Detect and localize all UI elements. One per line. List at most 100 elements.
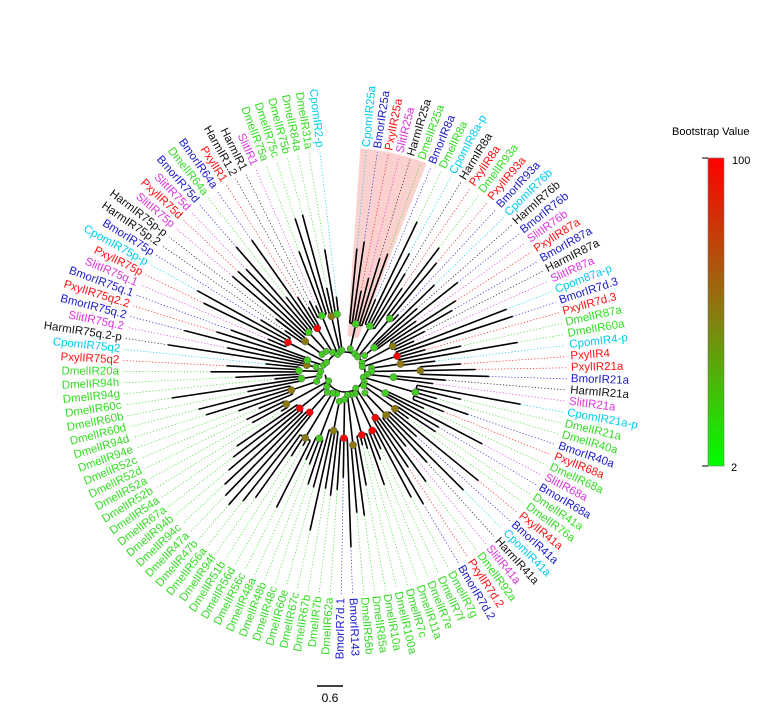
leader-line (225, 455, 292, 560)
branch (330, 316, 341, 352)
branch (400, 360, 436, 367)
bootstrap-node (282, 400, 291, 408)
bootstrap-node (301, 337, 310, 346)
bootstrap-node (360, 382, 368, 390)
bootstrap-node (317, 367, 325, 375)
branch (305, 436, 317, 461)
branch (362, 355, 398, 368)
bootstrap-node (305, 408, 314, 417)
leader-line (150, 264, 198, 291)
branch (321, 315, 339, 355)
branch (398, 345, 462, 361)
branch (366, 221, 418, 326)
leader-line (145, 274, 204, 304)
leader-line (198, 504, 229, 540)
branch (235, 246, 311, 332)
branch (363, 385, 396, 410)
leader-line (482, 443, 542, 476)
leader-line (401, 188, 471, 289)
bootstrap-node (325, 377, 333, 385)
bootstrap-node (366, 322, 374, 330)
bootstrap-node (381, 389, 390, 397)
branch (394, 340, 415, 351)
branch (346, 394, 354, 446)
leader-line (364, 515, 376, 593)
leader-line (308, 152, 326, 250)
leader-line (435, 345, 566, 362)
branch (375, 320, 417, 351)
branch (316, 327, 334, 354)
branch (304, 392, 333, 439)
branch (287, 341, 327, 364)
branch (258, 393, 294, 410)
bootstrap-node (335, 397, 343, 405)
leader-line (379, 159, 411, 259)
branch (325, 287, 334, 317)
branch (343, 399, 346, 439)
bootstrap-node (297, 374, 306, 383)
branch (285, 296, 313, 331)
leader-line (398, 209, 497, 315)
branch (318, 393, 338, 439)
branch (246, 400, 286, 421)
leaf-labels: CpomIR25aBmorIR25aPxylIR25aSlitIR25aHarm… (43, 85, 639, 660)
leaf-label: DmelIR62a (320, 597, 336, 656)
bootstrap-node (385, 314, 394, 323)
branch (296, 296, 318, 329)
branch (389, 262, 438, 320)
branch (309, 391, 328, 413)
branch (254, 434, 302, 499)
branch (275, 318, 306, 343)
leader-line (438, 426, 537, 486)
bootstrap-node (295, 366, 303, 375)
leader-line (183, 219, 239, 272)
bootstrap-node (323, 388, 331, 396)
branch (294, 218, 327, 315)
leader-line (276, 160, 296, 219)
leaf-label: PxylIR4 (570, 348, 611, 363)
branch (307, 439, 324, 485)
bootstrap-node (368, 426, 377, 435)
branch (372, 418, 425, 505)
leader-line (132, 414, 207, 438)
bootstrap-node (396, 360, 405, 368)
leader-line (423, 503, 459, 564)
branch (396, 315, 513, 356)
leader-line (286, 157, 303, 215)
branch (224, 411, 304, 485)
branch (228, 411, 311, 506)
branch (360, 253, 389, 327)
bootstrap-node (313, 324, 322, 333)
branch (267, 338, 287, 348)
branch (336, 437, 342, 491)
branch (400, 341, 518, 364)
branch (413, 395, 469, 416)
branch (390, 300, 457, 344)
branch (301, 214, 331, 317)
branch (198, 385, 291, 411)
branch (291, 380, 317, 391)
branch (383, 394, 440, 428)
leader-line (512, 301, 556, 317)
branch (355, 387, 377, 419)
leader-line (140, 284, 269, 340)
bootstrap-node (318, 311, 326, 320)
leader-line (155, 410, 282, 489)
leader-line (460, 323, 562, 347)
branch (385, 390, 425, 410)
leader-line (356, 150, 367, 249)
leader-line (488, 376, 567, 380)
legend-color-bar (707, 157, 725, 467)
branch (384, 392, 483, 445)
leader-line (207, 197, 287, 298)
leader-line (380, 459, 429, 578)
branch (351, 241, 365, 324)
branch (342, 438, 345, 478)
bootstrap-node (315, 434, 324, 443)
bootstrap-nodes (282, 310, 425, 449)
bootstrap-node (358, 363, 366, 371)
branch (275, 440, 312, 508)
branch (350, 445, 358, 513)
leader-line (264, 464, 310, 580)
branch (196, 289, 290, 342)
